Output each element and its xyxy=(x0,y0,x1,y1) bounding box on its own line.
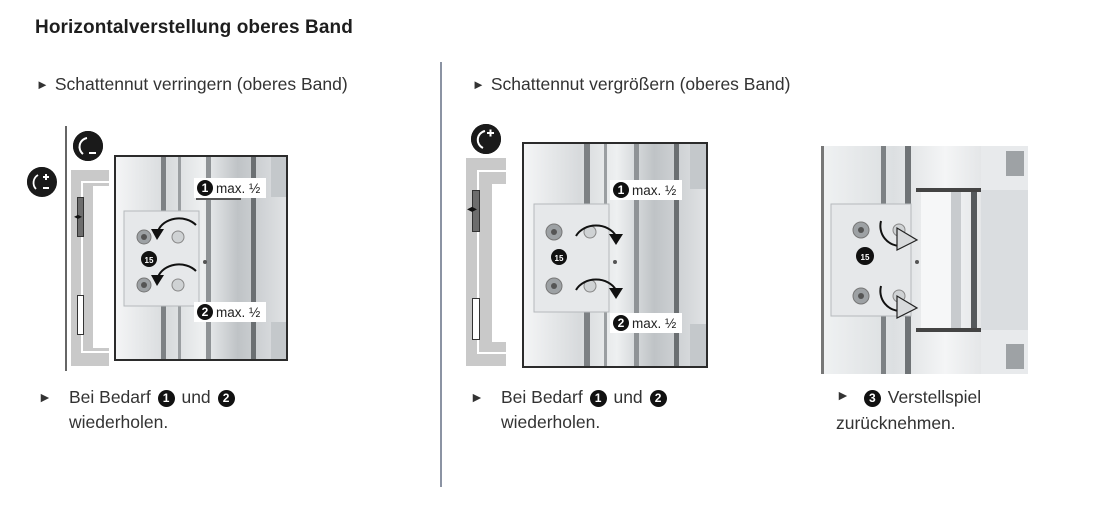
hinge-photo-3: 15 xyxy=(821,146,1028,374)
keeper-indicator xyxy=(472,298,480,340)
label-text: max. ½ xyxy=(632,315,677,331)
step-text: wiederholen. xyxy=(501,412,601,432)
step-text: und xyxy=(613,387,643,407)
step-number-badge: 1 xyxy=(157,389,175,407)
hinge-indicator xyxy=(77,197,84,237)
rotate-plus-icon xyxy=(471,124,501,154)
label-text: max. ½ xyxy=(632,182,677,198)
adjust-arrows-icon: ◂▸ xyxy=(74,212,83,221)
frame-profile-channel xyxy=(492,184,506,342)
panel-1-step: ► Bei Bedarf 1 und 2 wiederholen. xyxy=(38,385,338,435)
step-number-badge: 1 xyxy=(589,389,607,407)
hinge-indicator xyxy=(472,190,480,232)
rotate-minus-icon xyxy=(73,131,103,161)
plus-minus-icon xyxy=(27,167,57,197)
label-text: max. ½ xyxy=(216,304,261,320)
bullet-triangle-icon: ► xyxy=(470,389,484,405)
panel-1-heading: ► Schattennut verringern (oberes Band) xyxy=(36,74,348,95)
adjust-arrows-icon: ◂▸ xyxy=(467,204,478,215)
step-number-badge: 2 xyxy=(217,389,235,407)
panel-1-heading-text: Schattennut verringern (oberes Band) xyxy=(54,74,348,94)
step-text: Bei Bedarf xyxy=(69,387,151,407)
svg-text:15: 15 xyxy=(555,254,564,263)
panel-3-step: ► 3 Verstellspiel zurücknehmen. xyxy=(836,385,1056,436)
panel-2-heading: ► Schattennut vergrößern (oberes Band) xyxy=(472,74,791,95)
panel-2-step: ► Bei Bedarf 1 und 2 wiederholen. xyxy=(470,385,770,435)
svg-text:15: 15 xyxy=(861,253,870,262)
page-title: Horizontalverstellung oberes Band xyxy=(35,17,353,38)
step-number-badge: 2 xyxy=(197,304,213,320)
step-number-badge: 2 xyxy=(649,389,667,407)
frame-edge-line xyxy=(65,126,67,371)
step-number-badge: 1 xyxy=(197,180,213,196)
panel-2-heading-text: Schattennut vergrößern (oberes Band) xyxy=(490,74,791,94)
svg-text:15: 15 xyxy=(145,256,154,265)
step-text: Bei Bedarf xyxy=(501,387,583,407)
label-text: max. ½ xyxy=(216,180,261,196)
step-text: wiederholen. xyxy=(69,412,169,432)
step-number-badge: 2 xyxy=(613,315,629,331)
step-number-badge: 3 xyxy=(863,389,881,407)
step-number-badge: 1 xyxy=(613,182,629,198)
bullet-triangle-icon: ► xyxy=(836,387,850,403)
step-text: zurücknehmen. xyxy=(836,413,956,433)
column-divider xyxy=(440,62,442,487)
frame-profile-channel xyxy=(93,186,109,348)
bullet-triangle-icon: ► xyxy=(38,389,52,405)
hinge-photo-2: 15 xyxy=(522,142,708,368)
step-text: und xyxy=(181,387,211,407)
step-text: Verstellspiel xyxy=(887,387,982,407)
keeper-indicator xyxy=(77,295,84,335)
bullet-triangle-icon: ► xyxy=(472,77,485,92)
bullet-triangle-icon: ► xyxy=(36,77,49,92)
